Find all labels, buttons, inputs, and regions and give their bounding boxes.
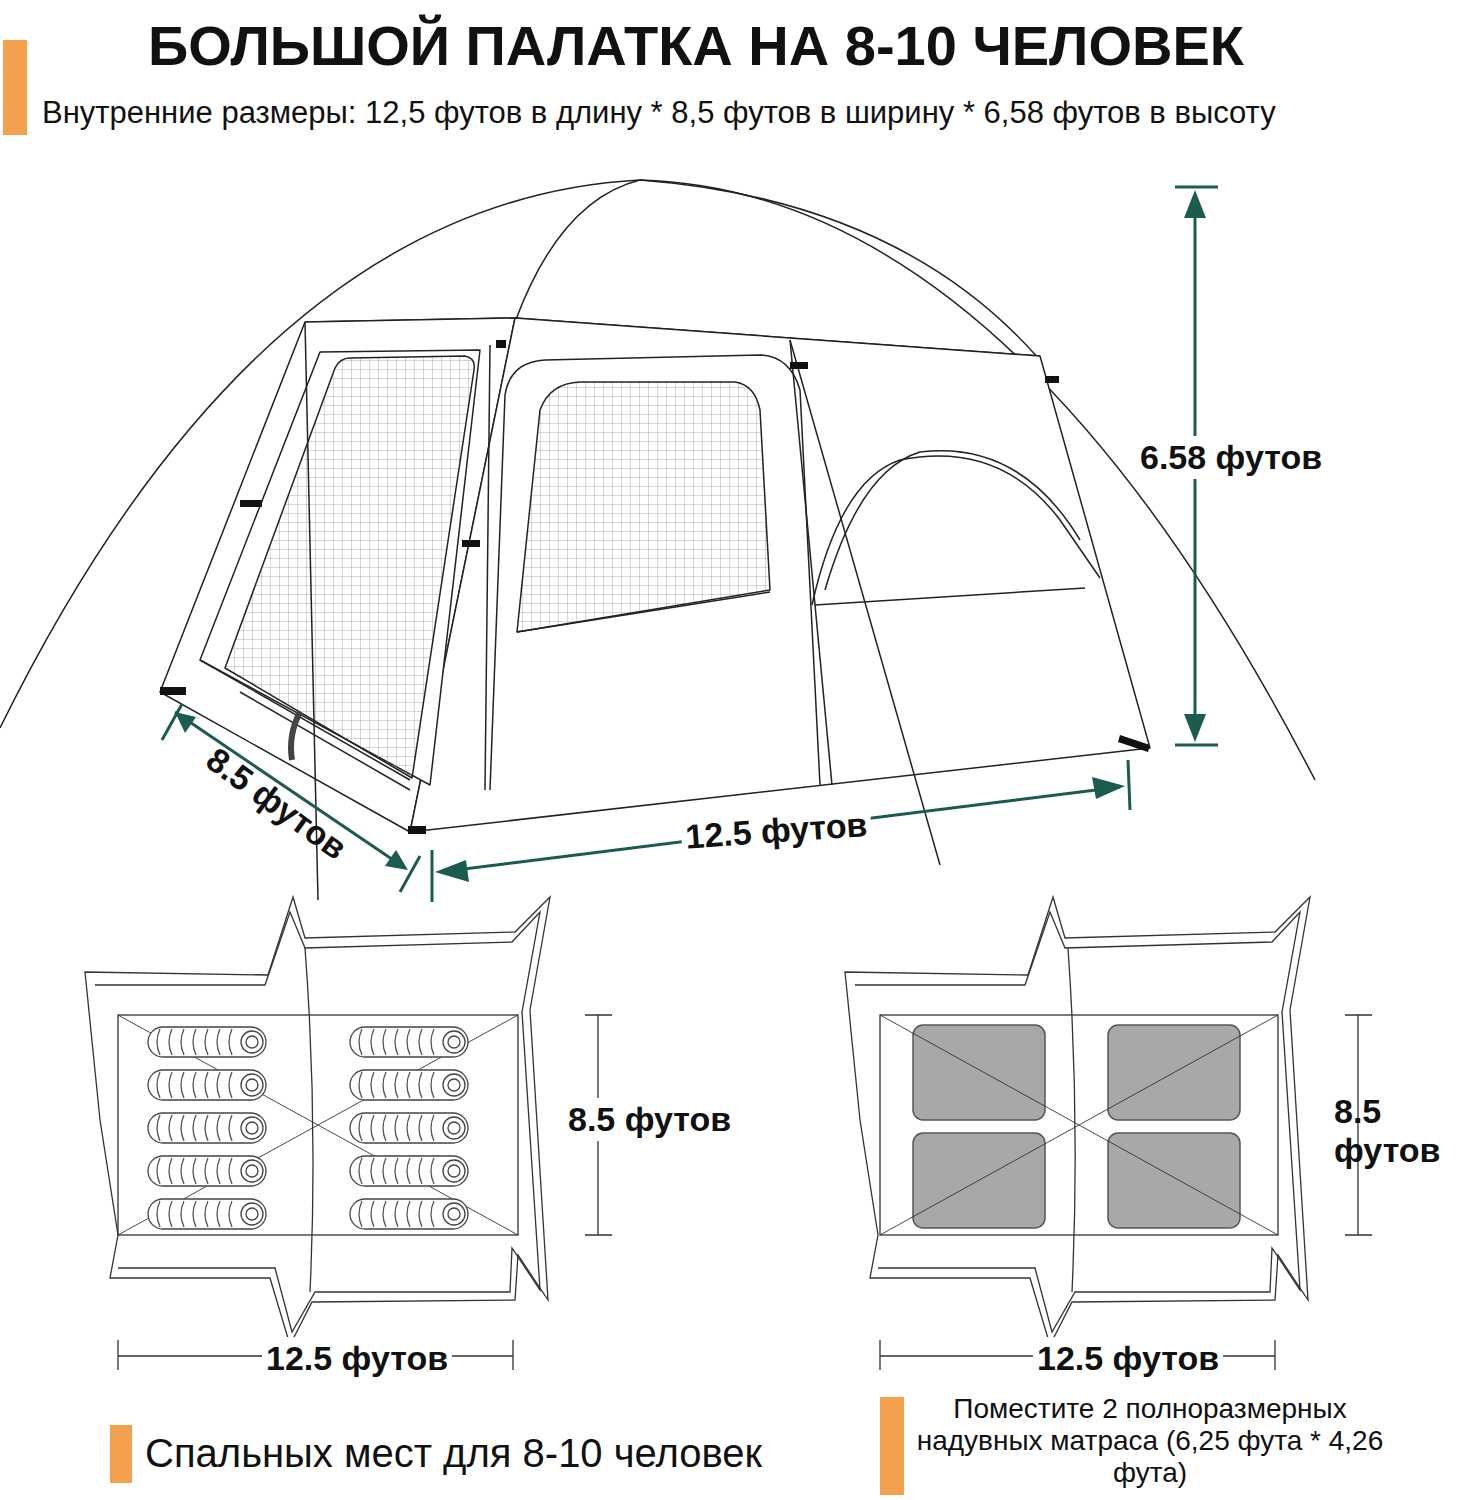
wall-seam xyxy=(815,588,1085,605)
pole-sleeve xyxy=(485,345,490,790)
arch xyxy=(825,451,1080,590)
dimension-arrows xyxy=(162,187,1218,902)
floor-plan-right xyxy=(845,897,1372,1370)
accent-bar xyxy=(110,1425,132,1483)
caption-note: Спальных мест для 8-10 человек xyxy=(145,1430,762,1476)
guy-line xyxy=(790,340,940,865)
door-frame xyxy=(200,350,480,785)
sleeping-bag xyxy=(148,1070,266,1100)
mesh-window xyxy=(517,382,770,632)
window-edge xyxy=(517,592,770,632)
sleeping-bag xyxy=(148,1113,266,1143)
door-frame xyxy=(490,355,820,790)
dimension-label: 8.5 футов xyxy=(1334,1092,1459,1170)
sleeping-bag xyxy=(148,1156,266,1186)
floor-plans xyxy=(85,897,1372,1370)
sleeping-bag xyxy=(350,1070,468,1100)
arch xyxy=(812,456,1100,605)
accent-bar xyxy=(880,1397,904,1495)
zipper-pull xyxy=(291,712,300,760)
mesh-door xyxy=(225,356,474,778)
dimension-label: 12.5 футов xyxy=(680,803,873,859)
pole xyxy=(790,340,832,785)
caption-note: Поместите 2 полноразмерных надувных матр… xyxy=(915,1393,1385,1490)
sleeping-bag xyxy=(148,1027,266,1057)
dimension-label: 12.5 футов xyxy=(1033,1337,1223,1380)
dimension-label: 8.5 футов xyxy=(564,1098,735,1141)
floor-plan-left xyxy=(85,897,612,1370)
dimension-label: 6.58 футов xyxy=(1136,436,1326,479)
sleeping-bags xyxy=(148,1027,468,1229)
sleeping-bag xyxy=(350,1027,468,1057)
title: БОЛЬШОЙ ПАЛАТКА НА 8-10 ЧЕЛОВЕК xyxy=(148,14,1244,78)
sleeping-bag xyxy=(350,1156,468,1186)
sleeping-bag xyxy=(350,1199,468,1229)
clip-marks xyxy=(160,340,1150,834)
sleeping-bag xyxy=(350,1113,468,1143)
subtitle: Внутренние размеры: 12,5 футов в длину *… xyxy=(42,95,1276,131)
dimension-label: 12.5 футов xyxy=(262,1337,452,1380)
tent-drawing xyxy=(0,180,1315,900)
accent-bar xyxy=(3,40,27,135)
side-wall xyxy=(410,318,1150,832)
sleeping-bag xyxy=(148,1199,266,1229)
